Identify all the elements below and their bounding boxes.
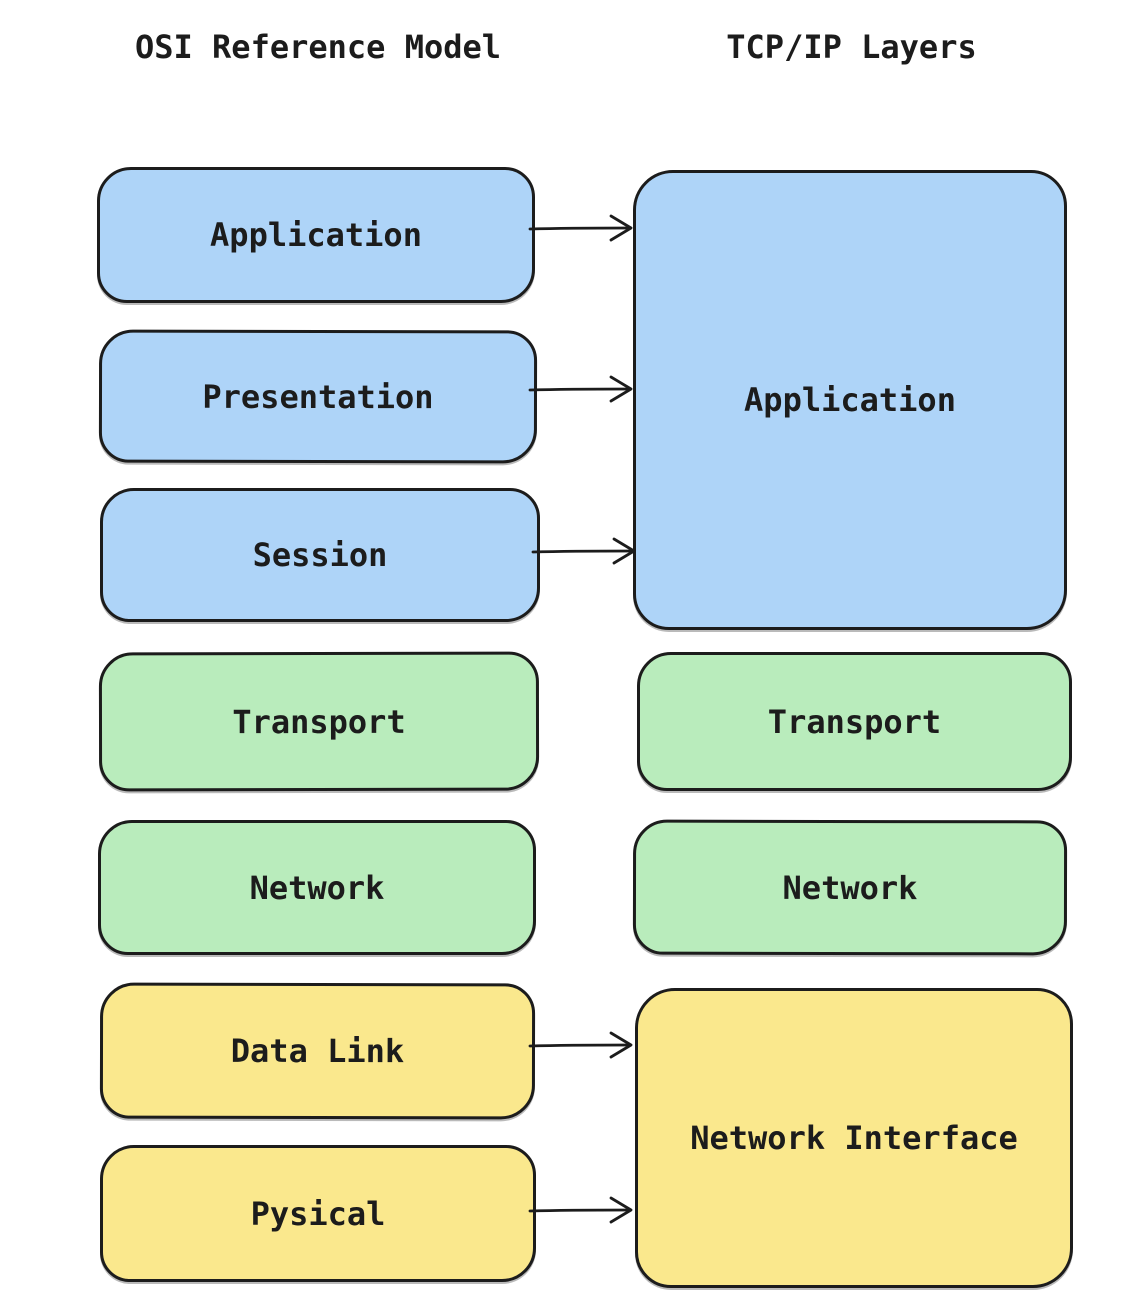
osi-layer-label-presentation: Presentation <box>202 377 434 416</box>
osi-layer-label-application: Application <box>210 216 422 254</box>
arrow-application-to-application <box>528 214 633 242</box>
tcpip-layer-box-network-interface: Network Interface <box>635 988 1073 1288</box>
tcpip-layer-label-application: Application <box>744 381 956 419</box>
arrow-session-to-application <box>531 537 636 565</box>
osi-layer-box-application: Application <box>97 167 535 303</box>
tcpip-layer-label-network-interface: Network Interface <box>690 1119 1018 1157</box>
tcpip-layer-label-transport: Transport <box>767 702 942 741</box>
arrow-pysical-to-network-interface <box>528 1196 633 1224</box>
tcpip-layer-box-network: Network <box>632 819 1068 956</box>
arrow-data-link-to-network-interface <box>528 1031 633 1059</box>
arrow-presentation-to-application <box>528 375 633 403</box>
osi-layer-label-data-link: Data Link <box>230 1031 405 1071</box>
tcpip-column-title: TCP/IP Layers <box>726 28 977 66</box>
tcpip-layer-label-network: Network <box>782 868 918 907</box>
osi-layer-box-transport: Transport <box>98 651 540 792</box>
osi-layer-label-pysical: Pysical <box>250 1194 386 1233</box>
osi-layer-label-network: Network <box>249 868 385 907</box>
osi-layer-label-transport: Transport <box>232 702 406 741</box>
osi-layer-box-network: Network <box>98 820 536 955</box>
osi-column-title: OSI Reference Model <box>134 28 502 66</box>
osi-layer-label-session: Session <box>252 536 388 574</box>
osi-layer-box-presentation: Presentation <box>98 329 538 464</box>
osi-layer-box-session: Session <box>100 488 540 622</box>
tcpip-layer-box-application: Application <box>633 170 1067 630</box>
tcpip-layer-box-transport: Transport <box>637 652 1072 791</box>
osi-layer-box-pysical: Pysical <box>100 1145 536 1282</box>
osi-layer-box-data-link: Data Link <box>99 982 536 1120</box>
